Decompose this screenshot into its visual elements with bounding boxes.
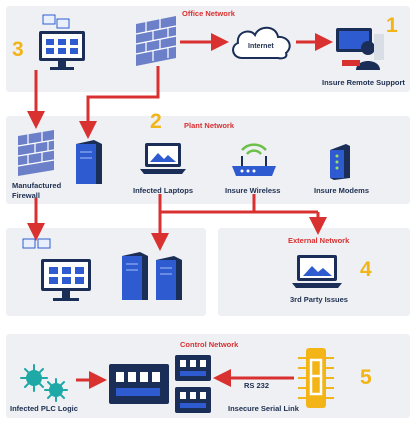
number-1: 1 — [386, 14, 398, 37]
number-5: 5 — [360, 366, 372, 389]
number-3: 3 — [12, 38, 24, 61]
internet-label: Internet — [248, 43, 274, 50]
lower-server-left-icon — [122, 252, 148, 300]
external-network-title: External Network — [288, 236, 350, 245]
plant-server-icon — [76, 140, 102, 184]
virus-icon — [20, 364, 68, 402]
insecure-serial-link-label: Insecure Serial Link — [228, 404, 299, 413]
arrow-office-to-plant-server — [79, 66, 160, 139]
manufactured-firewall-label-line1: Manufactured — [12, 181, 62, 190]
plant-network-title: Plant Network — [184, 121, 235, 130]
wireless-router-icon — [232, 143, 276, 176]
control-network-title: Control Network — [180, 340, 239, 349]
monitor-icon — [39, 31, 85, 70]
io-module-bottom-icon — [175, 387, 211, 413]
number-4: 4 — [360, 258, 372, 281]
laptop-icon — [140, 143, 186, 174]
insure-modems-label: Insure Modems — [314, 186, 370, 195]
serial-chip-icon — [298, 348, 334, 408]
third-party-issues-label: 3rd Party Issues — [290, 295, 348, 304]
infected-laptops-label: Infected Laptops — [133, 186, 194, 195]
manufactured-firewall-icon — [17, 130, 55, 176]
rs232-label: RS 232 — [244, 381, 270, 390]
office-firewall-icon — [135, 16, 177, 66]
modem-icon — [330, 144, 350, 180]
lower-server-right-icon — [156, 256, 182, 300]
lower-monitor-icon — [41, 259, 91, 301]
number-2: 2 — [150, 110, 162, 133]
control-board-icon — [109, 364, 169, 404]
remote-support-label: Insure Remote Support — [322, 78, 405, 87]
office-network-title: Office Network — [182, 9, 235, 18]
internet-cloud-icon — [232, 26, 291, 60]
remote-support-icon — [336, 28, 384, 70]
infected-plc-logic-label: Infected PLC Logic — [10, 404, 78, 413]
manufactured-firewall-label-line2: Firewall — [12, 191, 40, 200]
external-laptop-icon — [292, 255, 342, 288]
lower-app-window-icon — [22, 238, 51, 249]
app-window-icon — [42, 14, 70, 29]
insure-wireless-label: Insure Wireless — [225, 186, 281, 195]
io-module-top-icon — [175, 355, 211, 381]
